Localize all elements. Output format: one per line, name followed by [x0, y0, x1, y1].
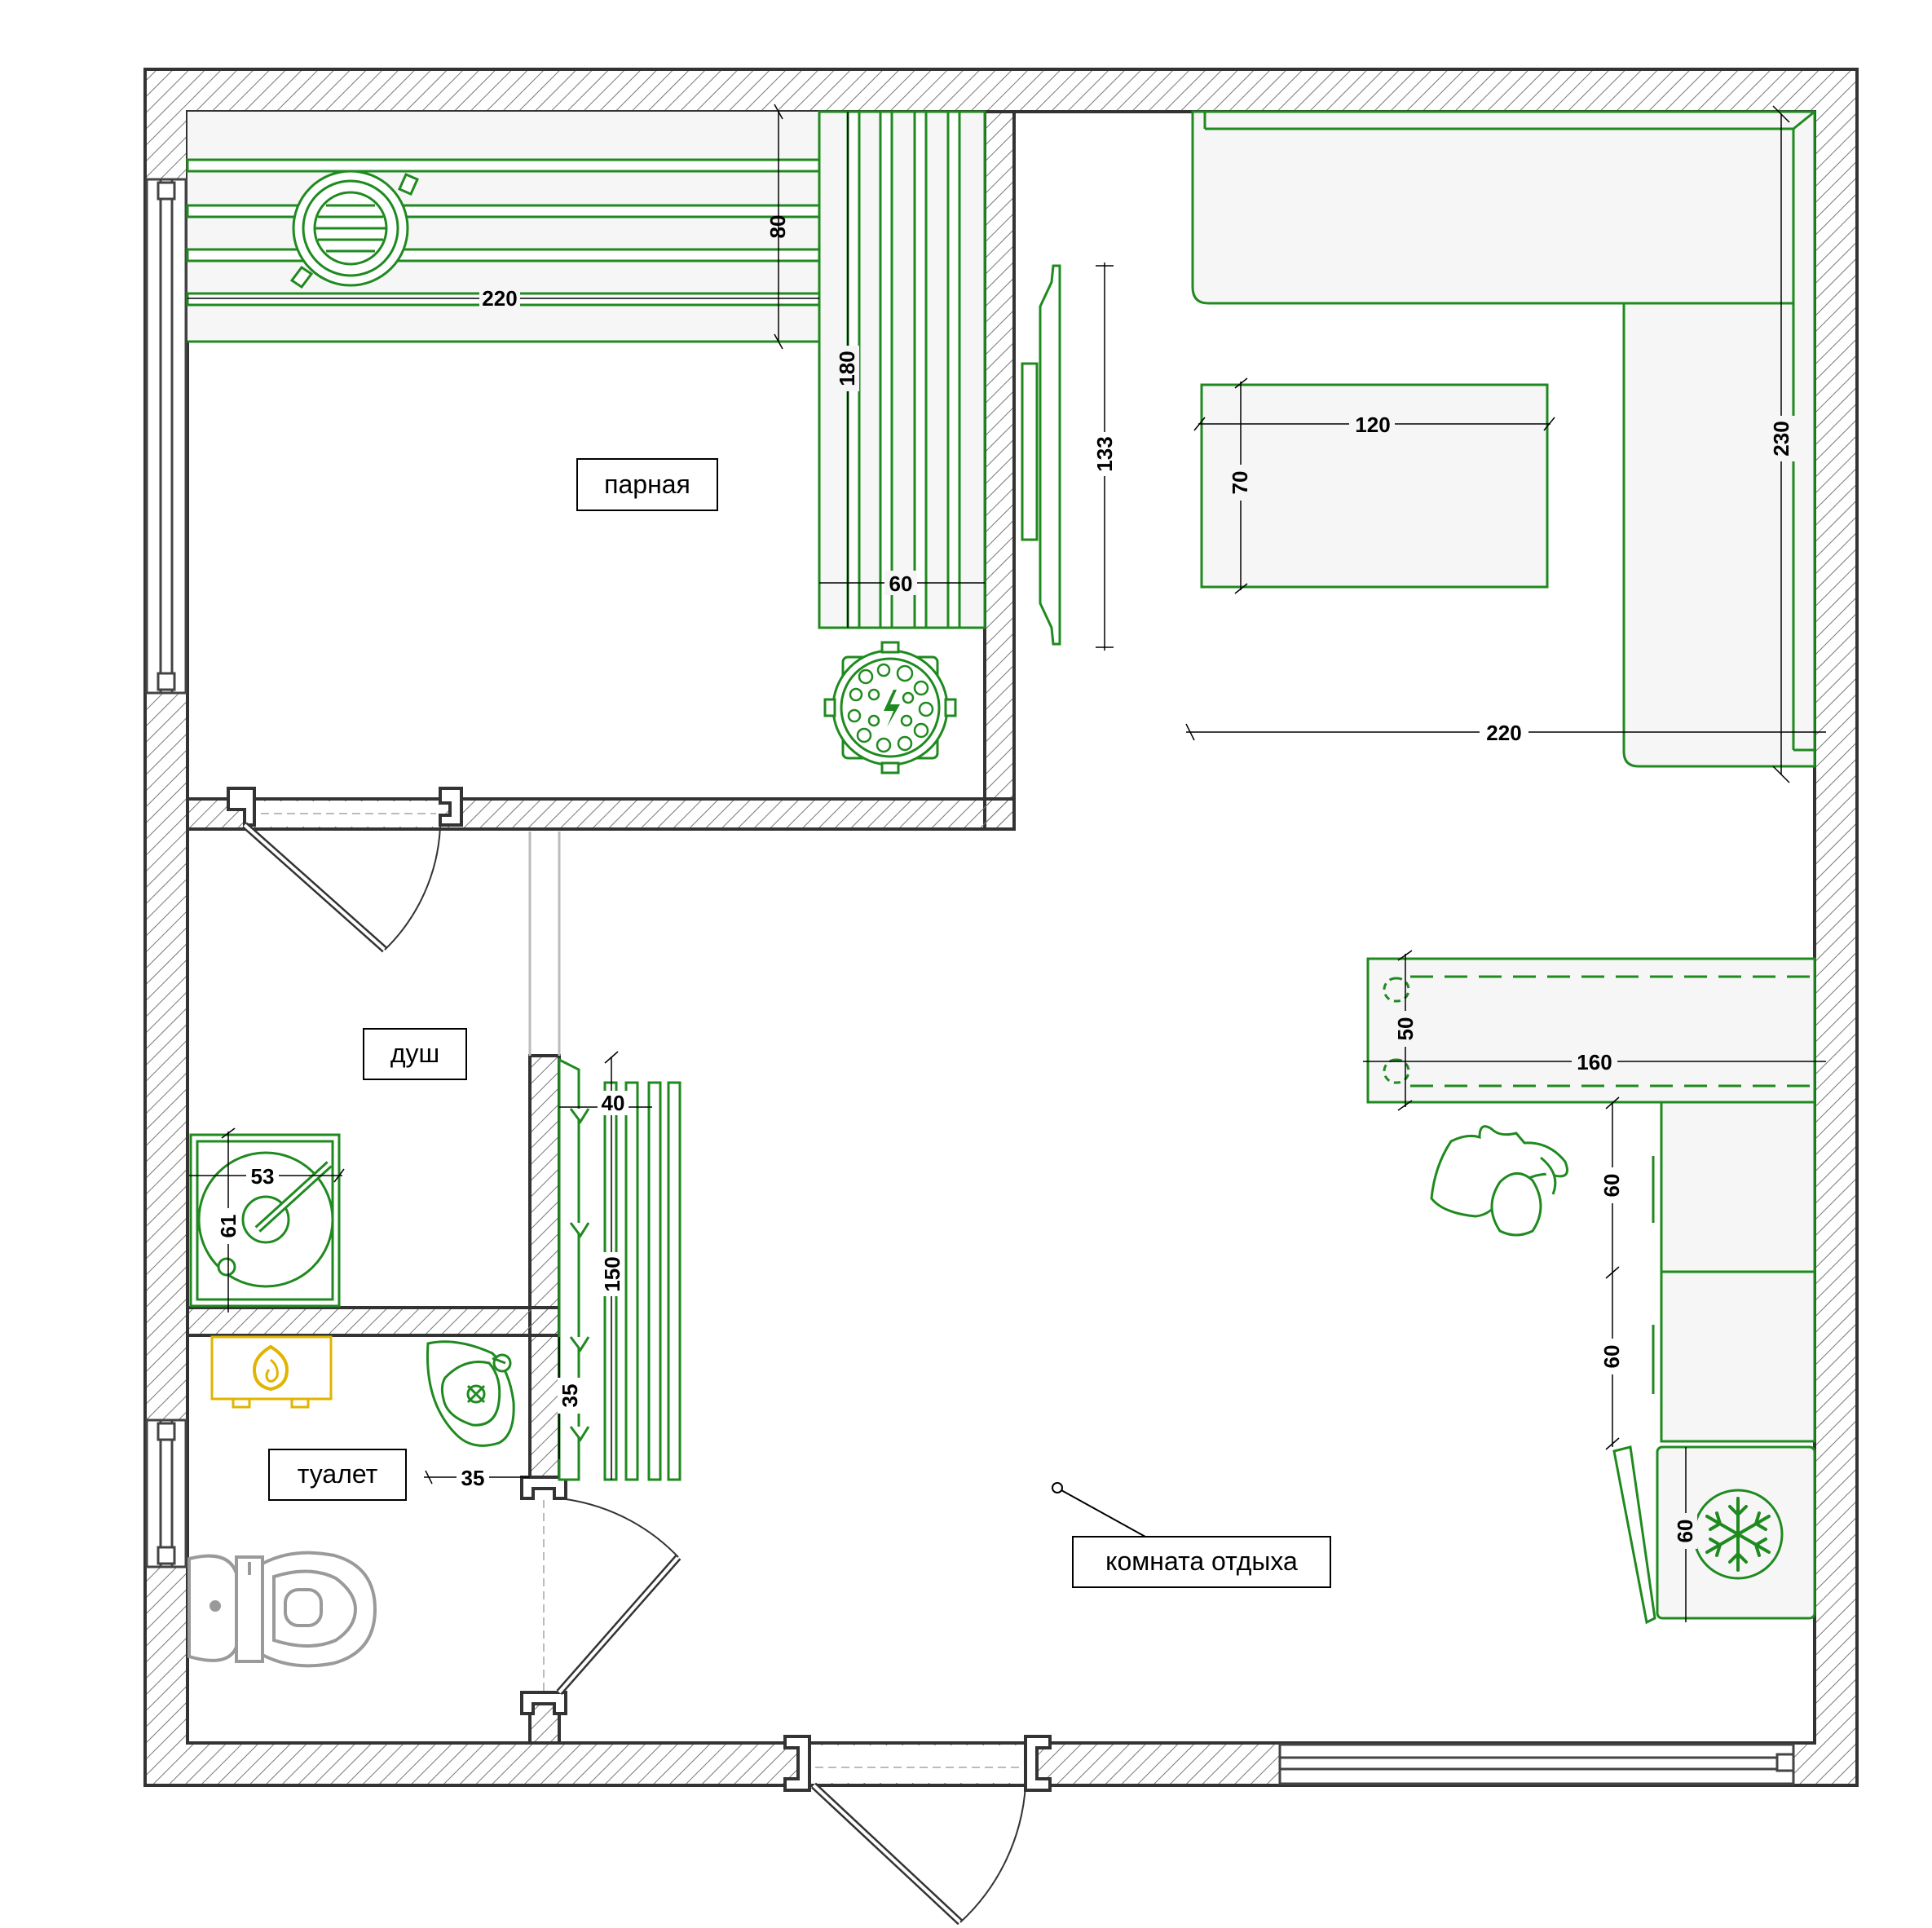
- room-label-lounge: комната отдыха: [1105, 1546, 1298, 1576]
- sauna-stove-icon: [823, 641, 957, 774]
- room-label-steam: парная: [604, 470, 690, 499]
- dim-counter-depth: 50: [1393, 1017, 1418, 1041]
- toilet-icon: [187, 1551, 377, 1668]
- sink-icon: [426, 1340, 515, 1447]
- dim-steam-bench-upper-len: 220: [482, 286, 517, 311]
- dim-steam-bench-side-len: 180: [835, 351, 859, 386]
- shower-tray: [189, 1133, 341, 1308]
- dim-table-length: 120: [1355, 413, 1390, 437]
- dim-table-depth: 70: [1228, 471, 1252, 495]
- snowflake-icon: [1705, 1497, 1771, 1572]
- water-heater-icon: [210, 1335, 333, 1409]
- windows: [145, 178, 1795, 1785]
- corner-sofa: [1191, 110, 1816, 768]
- room-label-toilet-box: [268, 1449, 407, 1501]
- room-label-shower: душ: [390, 1039, 439, 1068]
- dim-sofa-depth: 230: [1769, 421, 1793, 456]
- sauna-bucket-icon: [289, 170, 419, 289]
- dim-shower-bench-len: 150: [600, 1256, 624, 1291]
- room-label-shower-box: [363, 1028, 467, 1080]
- bar-counter: [1366, 957, 1816, 1104]
- dim-shower-tray-depth: 61: [216, 1215, 240, 1238]
- doors[interactable]: [227, 787, 1052, 1926]
- kitchen-cabinets: [1652, 1101, 1816, 1443]
- dim-tv-width: 133: [1092, 436, 1117, 471]
- dim-steam-bench-upper-depth: 80: [765, 215, 790, 239]
- dim-toilet-sink-depth: 35: [558, 1384, 582, 1408]
- tv-panel: [1021, 264, 1061, 646]
- room-label-lounge-box: [1072, 1536, 1331, 1588]
- room-label-steam-box: [576, 458, 718, 511]
- dim-cabinet-2: 60: [1599, 1345, 1624, 1369]
- fridge: [1612, 1445, 1816, 1625]
- armchair-icon: [1430, 1125, 1568, 1237]
- dim-toilet-sink-width: 35: [461, 1466, 485, 1490]
- dim-cabinet-1: 60: [1599, 1174, 1624, 1198]
- dim-sofa-length: 220: [1486, 721, 1521, 745]
- dim-shower-bench-depth: 40: [602, 1091, 625, 1115]
- dim-fridge: 60: [1673, 1520, 1697, 1543]
- dim-counter-length: 160: [1577, 1050, 1612, 1074]
- room-label-toilet: туалет: [298, 1459, 378, 1489]
- dim-steam-bench-side-depth: 60: [889, 571, 913, 596]
- dim-shower-tray-width: 53: [251, 1164, 275, 1189]
- wet-area-walls: [186, 1054, 561, 1745]
